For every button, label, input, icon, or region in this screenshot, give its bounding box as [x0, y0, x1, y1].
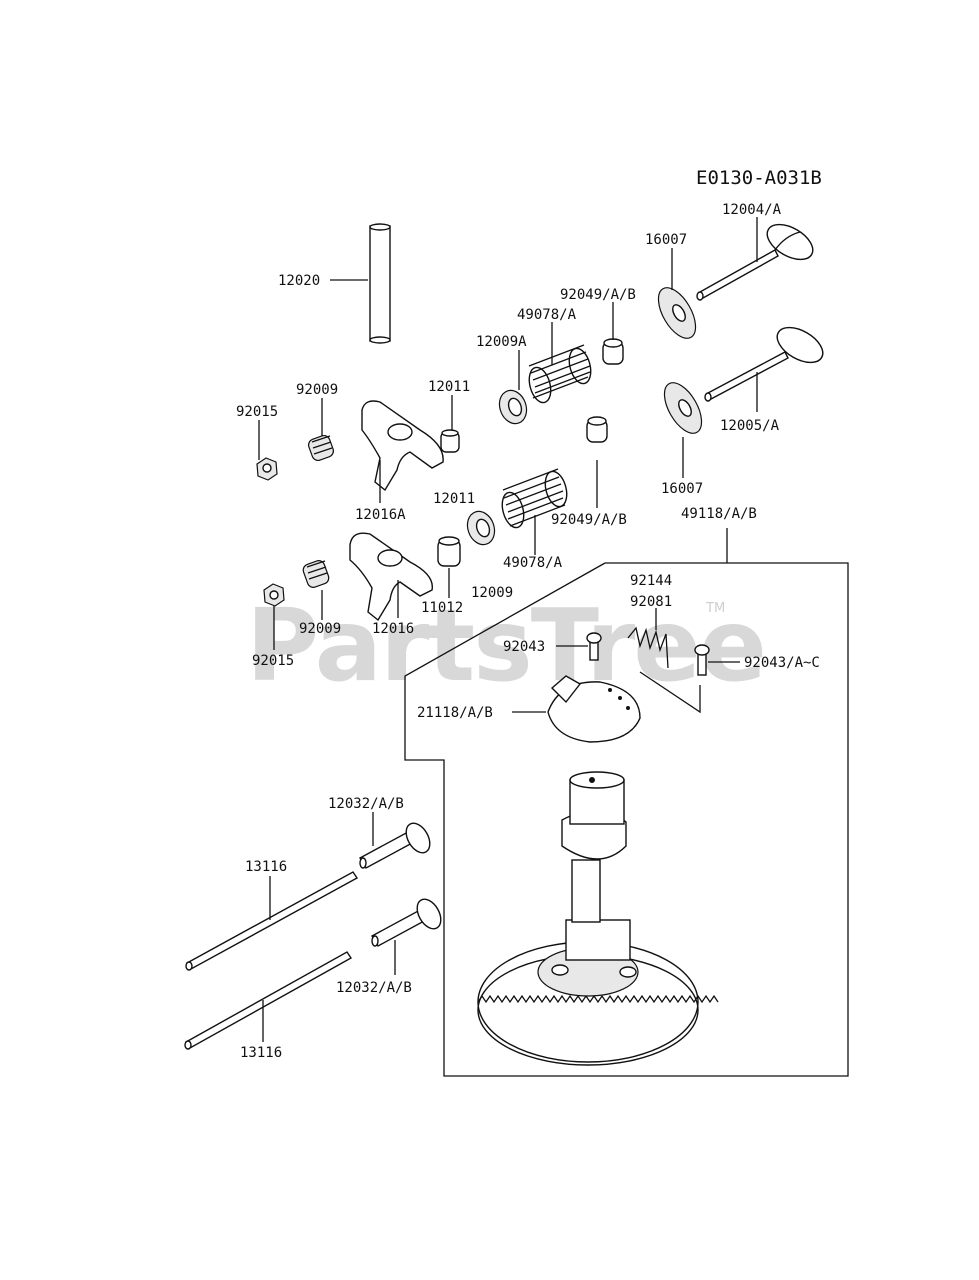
label-12005: 12005/A [720, 418, 780, 434]
camshaft-gear [477, 771, 719, 1066]
tappet-12032-top [359, 822, 431, 869]
label-92015-top: 92015 [236, 404, 278, 420]
retainer-16007-bottom [663, 382, 703, 434]
watermark-text: PartsTree [246, 587, 765, 704]
label-12032-bottom: 12032/A/B [336, 980, 412, 996]
diagram-code: E0130-A031B [696, 167, 822, 189]
label-92043AC: 92043/A~C [744, 655, 820, 671]
weight-21118 [547, 675, 641, 743]
nut-92015-top [256, 457, 278, 481]
label-12009A: 12009A [476, 334, 527, 350]
label-92081: 92081 [630, 594, 672, 610]
seat-12009A [498, 389, 528, 425]
label-13116-bottom: 13116 [240, 1045, 282, 1061]
label-12004: 12004/A [722, 202, 782, 218]
label-92049-top: 92049/A/B [560, 287, 636, 303]
adjuster-92009-bottom [302, 560, 330, 588]
valve-12005 [704, 326, 824, 402]
label-92043: 92043 [503, 639, 545, 655]
label-12009: 12009 [471, 585, 513, 601]
label-21118: 21118/A/B [417, 705, 493, 721]
rocker-arm-12016A [361, 400, 444, 492]
rocker-arm-12016 [349, 532, 434, 622]
collet-92049-bottom [586, 416, 608, 443]
label-92009-bottom: 92009 [299, 621, 341, 637]
label-13116-top: 13116 [245, 859, 287, 875]
spring-92081 [627, 626, 669, 669]
retainer-16007-top [657, 287, 697, 339]
label-92144: 92144 [630, 573, 672, 589]
pin-92043 [586, 632, 602, 661]
label-12011-top: 12011 [428, 379, 470, 395]
label-12020: 12020 [278, 273, 320, 289]
label-11012: 11012 [421, 600, 463, 616]
spring-49078-top [528, 344, 592, 404]
bushing-11012 [437, 536, 461, 567]
label-92049-bottom: 92049/A/B [551, 512, 627, 528]
nut-92015-bottom [263, 583, 285, 607]
adjuster-92009-top [307, 434, 335, 462]
push-rod-12020 [369, 223, 391, 344]
label-92015-bottom: 92015 [252, 653, 294, 669]
bushing-12011-top [440, 429, 460, 453]
camshaft-assembly-frame [404, 562, 849, 1077]
label-49118: 49118/A/B [681, 506, 757, 522]
collet-92049-top [602, 338, 624, 365]
label-16007-bottom: 16007 [661, 481, 703, 497]
label-49078-top: 49078/A [517, 307, 577, 323]
watermark-trademark: TM [705, 601, 725, 616]
label-16007-top: 16007 [645, 232, 687, 248]
label-12032-top: 12032/A/B [328, 796, 404, 812]
spring-49078-bottom [501, 468, 568, 529]
leader-92144-bracket [639, 671, 701, 714]
push-rod-13116-bottom [184, 951, 353, 1050]
label-49078-bottom: 49078/A [503, 555, 563, 571]
push-rod-13116-top [185, 871, 359, 971]
tappet-12032-bottom [371, 898, 442, 947]
pin-92043AC [694, 644, 710, 676]
valve-12004 [696, 223, 814, 301]
label-92009-top: 92009 [296, 382, 338, 398]
label-12011-mid: 12011 [433, 491, 475, 507]
label-12016A: 12016A [355, 507, 406, 523]
seat-12009 [466, 510, 496, 546]
label-12016: 12016 [372, 621, 414, 637]
